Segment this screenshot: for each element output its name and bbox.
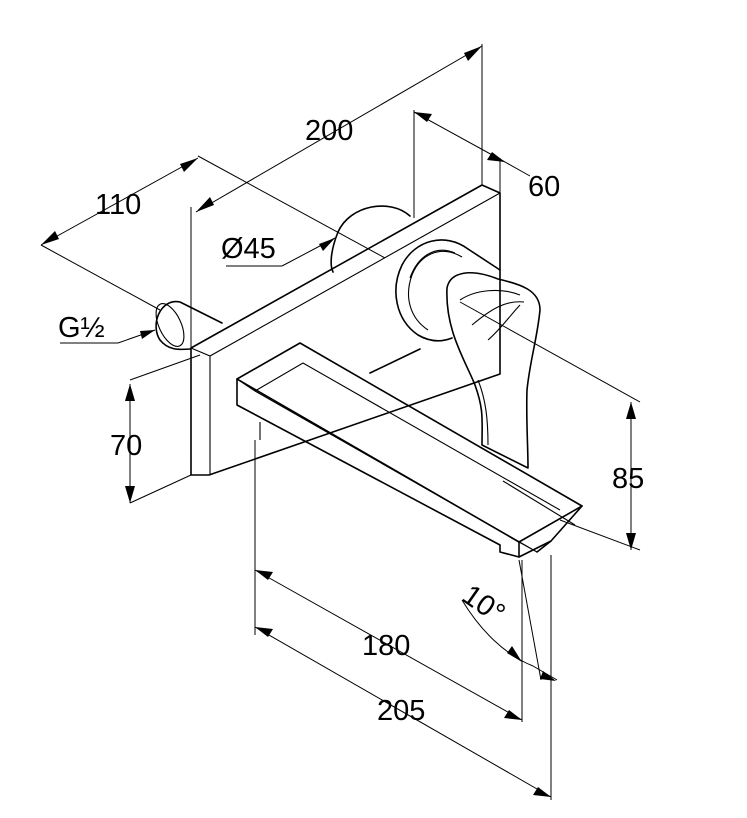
inlet-pipe [155, 300, 223, 351]
dim-70-label: 70 [110, 430, 142, 462]
handle-collar [395, 239, 469, 342]
dim-angle-label: 10° [456, 579, 510, 630]
dim-85-label: 85 [612, 463, 644, 495]
dimension-labels: 200 110 60 Ø45 G½ 70 85 180 205 10° [58, 115, 644, 727]
dim-200-label: 200 [305, 115, 353, 147]
lever-handle [446, 272, 541, 469]
dim-180-label: 180 [362, 630, 410, 662]
dim-110-label: 110 [95, 189, 141, 221]
dim-60-label: 60 [528, 171, 560, 203]
dim-thread-label: G½ [58, 312, 105, 344]
dim-205-label: 205 [377, 695, 425, 727]
faucet-geometry [155, 184, 583, 558]
dim-diameter-45-label: Ø45 [221, 233, 276, 265]
dimension-lines [40, 44, 641, 800]
spout-top [236, 342, 583, 543]
